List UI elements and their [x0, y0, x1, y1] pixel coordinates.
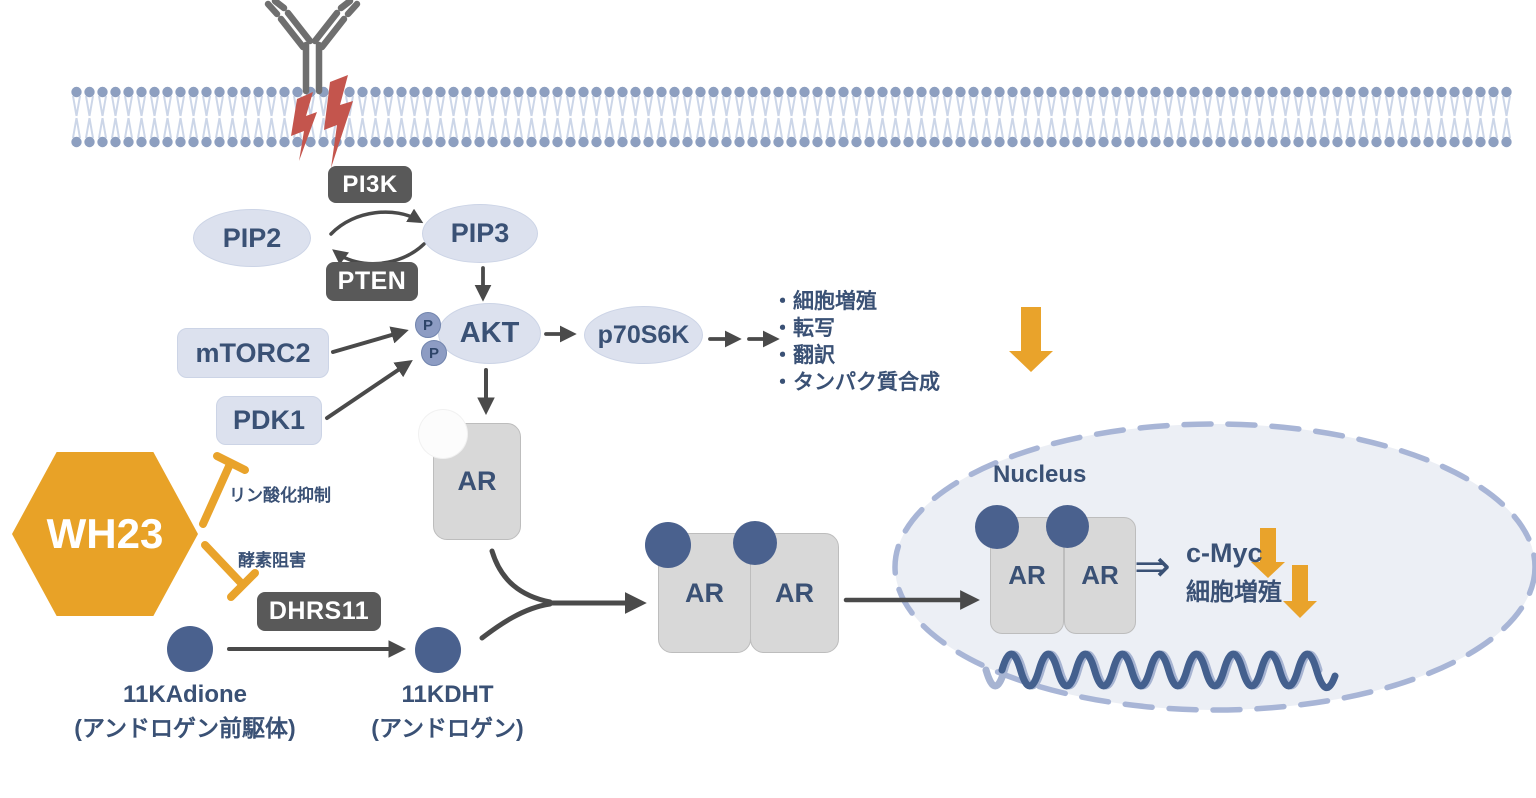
effect-item: ・タンパク質合成: [772, 371, 940, 394]
mtorc2-to-akt-arrow: [331, 326, 409, 354]
nucleus-envelope: [892, 421, 1536, 713]
mtorc2-label: mTORC2: [195, 337, 311, 368]
enzyme-inhibition-cap: [227, 569, 259, 601]
inhibition-tbars: [199, 452, 259, 601]
implies-arrow: ⇒: [1134, 542, 1171, 591]
androgen-name: 11KDHT: [401, 681, 494, 708]
androgen-label: 11KDHT (アンドロゲン): [350, 681, 545, 743]
akt-label: AKT: [459, 317, 520, 349]
cmyc-label: c-Myc: [1186, 538, 1263, 568]
effect-item: ・翻訳: [772, 344, 835, 367]
precursor-name: 11KAdione: [122, 681, 248, 708]
bound-ligand: [733, 521, 777, 565]
pip2-node: PIP2: [193, 209, 311, 267]
androgen-molecule: [415, 627, 461, 673]
pip3-to-pip2-arrow: [332, 242, 426, 266]
p70s6k-node: p70S6K: [584, 306, 703, 364]
ar-label: AR: [775, 577, 814, 608]
p70s6k-label: p70S6K: [597, 320, 690, 349]
cell-membrane: [70, 84, 1512, 150]
akt-effects-list: ・細胞増殖 ・転写 ・翻訳 ・タンパク質合成: [772, 290, 940, 395]
effect-item: ・転写: [772, 317, 835, 340]
nucleus-label: Nucleus: [993, 461, 1087, 488]
androgen-note: (アンドロゲン): [371, 715, 524, 741]
bound-ligand: [975, 505, 1019, 549]
empty-ligand-site: [419, 410, 467, 458]
pathway-arrows: [227, 208, 980, 658]
pip3-label: PIP3: [450, 218, 510, 248]
pdk1-to-akt-arrow: [325, 360, 413, 420]
pten-label: PTEN: [337, 267, 407, 295]
precursor-note: (アンドロゲン前駆体): [74, 715, 296, 741]
pi3k-node: PI3K: [328, 166, 412, 203]
enzyme-inhibition-label: 酵素阻害: [238, 551, 306, 570]
precursor-molecule: [167, 626, 213, 672]
dna-helix-icon: [982, 650, 1339, 691]
antibody-icon: [264, 0, 361, 95]
phospho-site-2: P: [421, 340, 447, 366]
precursor-label: 11KAdione (アンドロゲン前駆体): [25, 681, 345, 743]
bound-ligand: [1046, 505, 1089, 548]
ar-label: AR: [685, 577, 724, 608]
pip2-to-pip3-arrow: [329, 208, 424, 236]
wh23-compound: WH23: [12, 452, 198, 616]
effect-item: ・細胞増殖: [772, 290, 877, 313]
mtorc2-node: mTORC2: [177, 328, 329, 378]
dhrs11-label: DHRS11: [268, 597, 370, 625]
enzyme-inhibition-line: [201, 541, 246, 588]
down-arrow-icon: [1009, 307, 1317, 618]
proliferation-label: 細胞増殖: [1186, 579, 1282, 606]
phospho-site-1: P: [415, 312, 441, 338]
phosphorylation-inhibition-line: [199, 460, 234, 528]
ar-merge-curve: [489, 548, 553, 605]
ar-label: AR: [457, 466, 497, 496]
ar-label: AR: [1008, 560, 1046, 590]
akt-node: AKT: [438, 303, 541, 364]
phospho-label: P: [422, 316, 433, 334]
pdk1-node: PDK1: [216, 396, 322, 445]
pten-node: PTEN: [326, 262, 418, 301]
phosphorylation-inhibition-cap: [213, 452, 249, 474]
pdk1-label: PDK1: [232, 405, 306, 435]
wh23-label: WH23: [46, 510, 164, 557]
phosphorylation-inhibition-label: リン酸化抑制: [229, 486, 331, 505]
phospho-label: P: [428, 344, 439, 362]
pip2-label: PIP2: [222, 222, 282, 253]
pip3-node: PIP3: [422, 204, 538, 263]
pi3k-label: PI3K: [342, 170, 398, 198]
dhrs11-node: DHRS11: [257, 592, 381, 631]
ligand-merge-curve: [479, 601, 553, 641]
bound-ligand: [645, 522, 691, 568]
ar-label: AR: [1081, 560, 1119, 590]
lightning-icon: [291, 75, 353, 168]
